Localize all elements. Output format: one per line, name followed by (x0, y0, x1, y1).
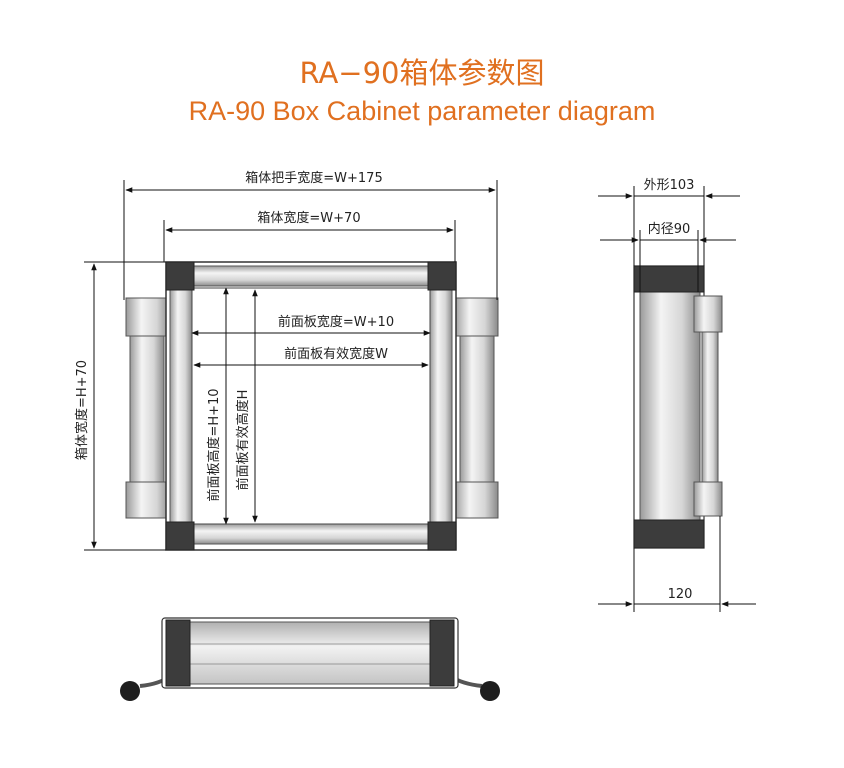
front-view: 箱体把手宽度=W+175 箱体宽度=W+70 前面板宽度=W+10 前面板有效宽… (74, 170, 499, 551)
panel-height-label: 前面板高度=H+10 (206, 388, 222, 501)
depth-label: 120 (668, 587, 693, 602)
dimension-box-height (84, 261, 166, 551)
side-view: 外形103 内径90 120 (598, 178, 756, 612)
panel-effective-width-label: 前面板有效宽度W (284, 346, 388, 362)
dimension-inner (600, 230, 736, 292)
right-handle (453, 297, 499, 519)
diagram-title-english: RA-90 Box Cabinet parameter diagram (188, 96, 656, 126)
outer-size-label: 外形103 (644, 178, 695, 193)
panel-effective-height-label: 前面板有效高度H (235, 390, 251, 491)
dimension-depth (598, 516, 756, 612)
diagram-title-chinese: RA−90箱体参数图 (299, 56, 545, 90)
left-handle (125, 297, 171, 519)
box-width-label: 箱体宽度=W+70 (257, 210, 360, 226)
inner-size-label: 内径90 (648, 221, 691, 237)
panel-width-label: 前面板宽度=W+10 (278, 314, 394, 330)
dimension-box-width (163, 220, 456, 262)
dimension-outer (598, 186, 740, 266)
box-height-label: 箱体宽度=H+70 (74, 360, 90, 460)
dimension-handle-width (123, 180, 498, 300)
handle-width-label: 箱体把手宽度=W+175 (245, 170, 382, 186)
cabinet-frame (165, 261, 457, 551)
top-view (120, 617, 500, 701)
